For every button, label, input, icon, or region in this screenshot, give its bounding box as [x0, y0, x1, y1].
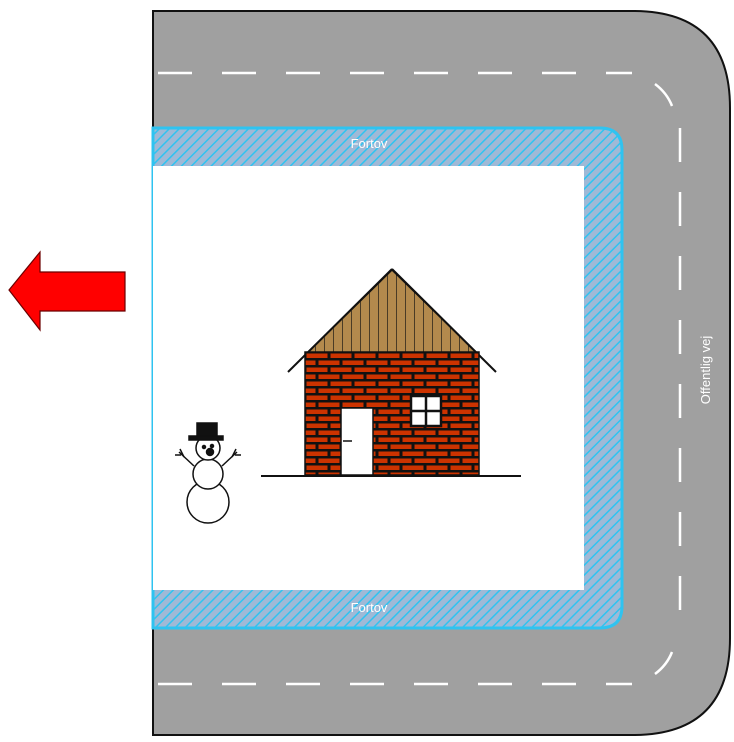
- sidewalk-label-top: Fortov: [351, 136, 388, 151]
- sidewalk-label-bottom: Fortov: [351, 600, 388, 615]
- house-icon: [261, 268, 521, 477]
- public-road-label: Offentlig vej: [698, 336, 713, 405]
- road-markings: [158, 71, 682, 686]
- arrow-left-icon: [8, 250, 126, 332]
- house-window: [409, 394, 443, 428]
- snowman-icon: [175, 422, 241, 524]
